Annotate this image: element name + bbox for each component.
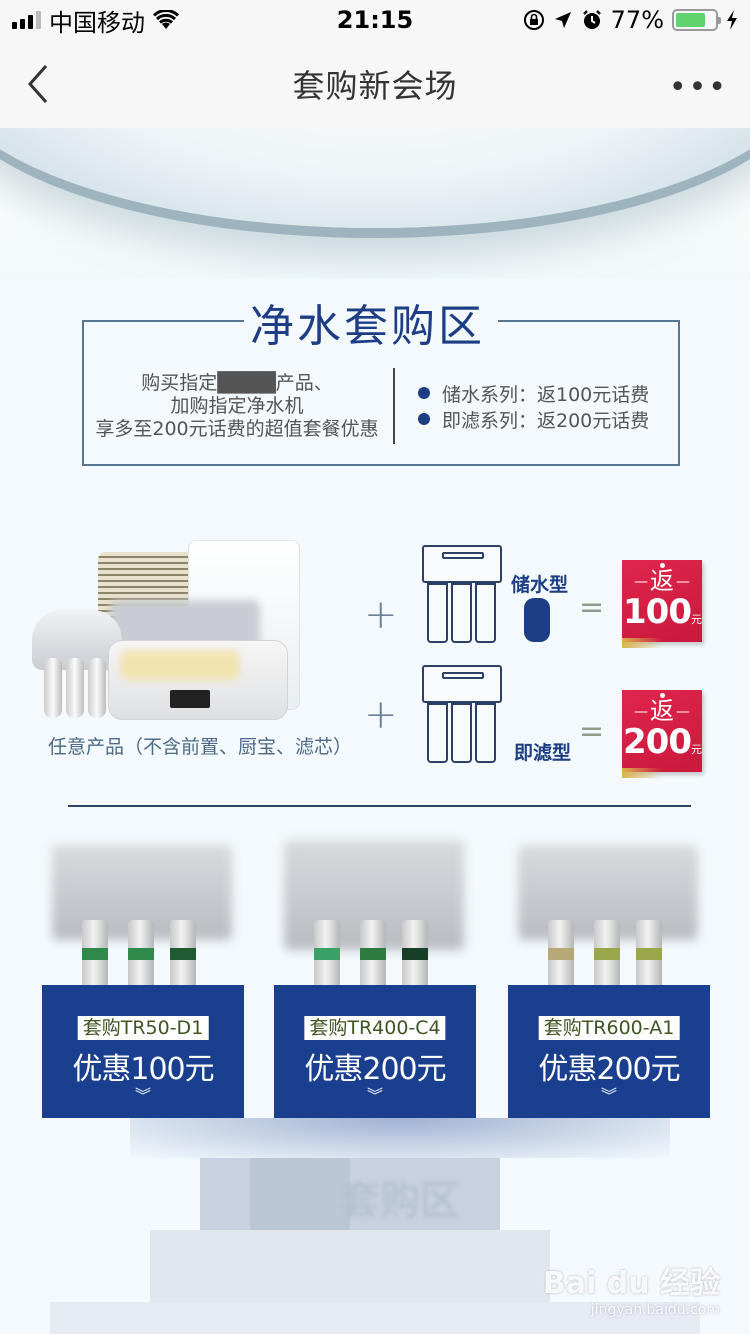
- carrier-name: 中国移动: [49, 8, 145, 37]
- disc-graphic: [0, 128, 750, 228]
- back-button[interactable]: [22, 62, 62, 106]
- bullet-item: 即滤系列：返200元话费: [418, 406, 649, 432]
- charging-bolt-icon: [727, 10, 737, 30]
- alarm-icon: [582, 10, 601, 29]
- intro-line: 加购指定净水机: [170, 395, 304, 417]
- chevron-down-icon[interactable]: ︾: [366, 1086, 383, 1105]
- plus-icon: +: [364, 592, 398, 638]
- bullet-item: 储水系列：返100元话费: [418, 380, 649, 406]
- bullet-dot-icon: [418, 413, 430, 425]
- storage-purifier-icon: [422, 545, 504, 645]
- page-title: 套购新会场: [292, 67, 458, 105]
- card-model-label: 套购TR600-A1: [538, 1016, 680, 1040]
- section-divider: [68, 805, 691, 807]
- product-card-tr400[interactable]: [274, 985, 476, 1118]
- product-card-tr600[interactable]: [508, 985, 710, 1118]
- equals-icon: =: [579, 714, 605, 749]
- baidu-watermark: Bai du 经验 jingyan.baidu.com: [542, 1266, 720, 1318]
- nav-bar: 套购新会场 •••: [0, 40, 750, 128]
- card-model-label: 套购TR400-C4: [304, 1016, 446, 1040]
- plus-icon: +: [364, 692, 398, 738]
- card-discount-label: 优惠200元: [538, 1052, 680, 1087]
- title-rule-right: [498, 320, 680, 322]
- intro-description: 购买指定████产品、 加购指定净水机 享多至200元话费的超值套餐优惠: [92, 372, 382, 441]
- water-tank-icon: [524, 598, 550, 642]
- product-card-tr50[interactable]: [42, 985, 244, 1118]
- product-image-tr600: [508, 840, 708, 1005]
- intro-line: 享多至200元话费的超值套餐优惠: [95, 418, 379, 440]
- signal-icon: [12, 11, 41, 29]
- title-rule-left: [82, 320, 244, 322]
- storage-type-label: 储水型: [511, 574, 569, 596]
- intro-box: [82, 320, 680, 466]
- intro-line: 购买指定████产品、: [141, 372, 333, 394]
- next-section-title: 套购区: [340, 1178, 460, 1224]
- wifi-icon: [153, 10, 179, 29]
- product-image-tr50: [42, 840, 242, 1005]
- next-section-blurred: 套购区: [0, 1118, 750, 1334]
- bullet-dot-icon: [418, 387, 430, 399]
- product-image-tr400: [274, 840, 474, 1005]
- status-bar: 中国移动 21:15 77%: [0, 0, 750, 40]
- any-product-caption: 任意产品（不含前置、厨宝、滤芯）: [48, 736, 353, 758]
- clock: 21:15: [336, 6, 414, 34]
- card-discount-label: 优惠200元: [304, 1052, 446, 1087]
- hero-banner: [0, 128, 750, 278]
- battery-percent: 77%: [610, 6, 664, 34]
- card-discount-label: 优惠100元: [72, 1052, 214, 1087]
- intro-divider: [393, 368, 395, 444]
- chevron-down-icon[interactable]: ︾: [600, 1086, 617, 1105]
- rebate-tag-100: 返 100元: [622, 560, 702, 648]
- battery-icon: [672, 9, 721, 31]
- appliance-group-image: [20, 540, 310, 730]
- card-model-label: 套购TR50-D1: [77, 1016, 209, 1040]
- more-options-button[interactable]: •••: [668, 70, 728, 105]
- chevron-down-icon[interactable]: ︾: [134, 1086, 151, 1105]
- instant-purifier-icon: [422, 665, 504, 765]
- rebate-tag-200: 返 200元: [622, 690, 702, 778]
- rebate-bullets: 储水系列：返100元话费 即滤系列：返200元话费: [418, 380, 649, 432]
- equals-icon: =: [579, 590, 605, 625]
- location-arrow-icon: [554, 12, 571, 28]
- orientation-lock-icon: [523, 10, 544, 30]
- section-title: 净水套购区: [250, 301, 485, 352]
- instant-type-label: 即滤型: [514, 742, 572, 764]
